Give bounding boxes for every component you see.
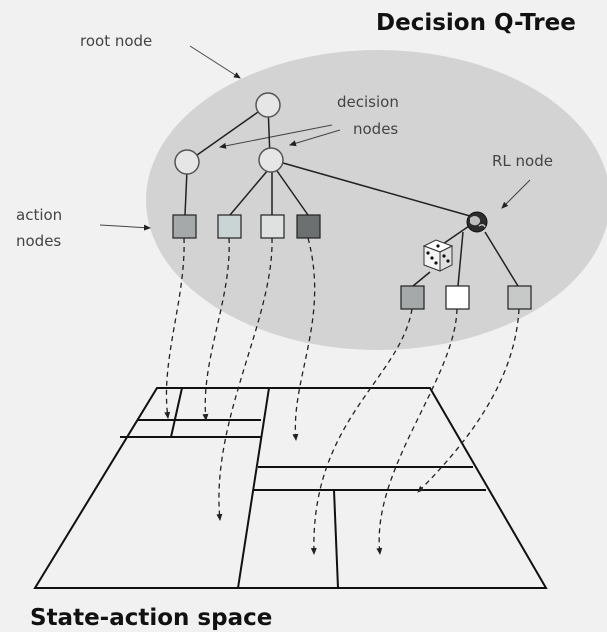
mapping-arrows (164, 237, 520, 555)
globe-icon (466, 211, 488, 233)
action-node-1 (172, 214, 197, 239)
space-title: State-action space (30, 605, 272, 631)
state-action-space (33, 387, 548, 589)
action-node-2 (217, 214, 242, 239)
dice-icon (422, 239, 454, 272)
action-node-6 (445, 285, 470, 310)
action-node-7 (507, 285, 532, 310)
decision-node-right (258, 147, 284, 173)
tree-title: Decision Q-Tree (376, 10, 576, 36)
tree-region-ellipse (146, 50, 607, 350)
decision-node-left (174, 149, 200, 175)
action-node-4 (296, 214, 321, 239)
action-nodes-label-line2: nodes (16, 232, 61, 250)
action-nodes-label-line1: action (16, 206, 62, 224)
root-node (255, 92, 281, 118)
root-node-label: root node (80, 32, 152, 50)
tree-edges (184, 104, 519, 287)
action-node-5 (400, 285, 425, 310)
rl-node-label: RL node (492, 152, 553, 170)
decision-nodes-label-line2: nodes (353, 120, 398, 138)
annotation-pointers (99, 45, 531, 231)
action-node-3 (260, 214, 285, 239)
decision-nodes-label-line1: decision (337, 93, 399, 111)
